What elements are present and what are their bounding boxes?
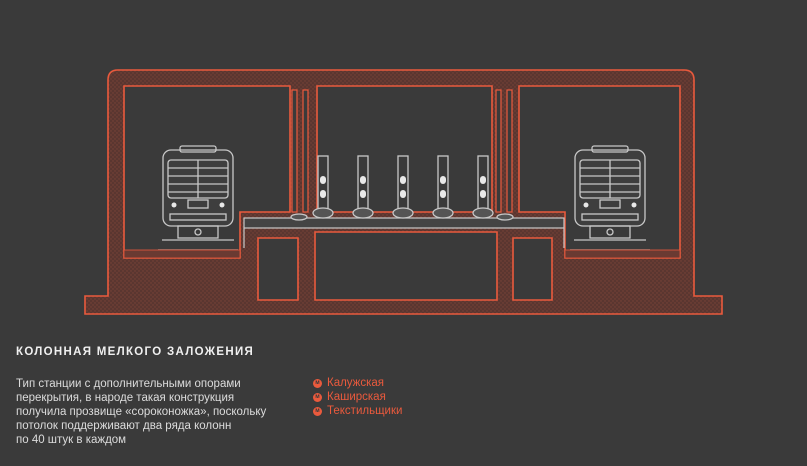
metro-icon: м: [313, 392, 322, 402]
station-cross-section-diagram: [84, 69, 723, 315]
station-list: м Калужская м Каширская м Текстильщики: [313, 376, 402, 418]
column-bases: [290, 207, 514, 221]
description-line: перекрытия, в народе такая конструкция: [16, 392, 235, 404]
station-name: Текстильщики: [327, 405, 403, 417]
metro-icon: м: [313, 378, 322, 388]
train-right: [570, 145, 650, 251]
train-left: [158, 145, 238, 251]
description-line: получила прозвище «сороконожка», посколь…: [16, 406, 267, 418]
track-beds: [123, 249, 681, 259]
station-name: Каширская: [327, 391, 386, 403]
diagram-title: Колонная мелкого заложения: [16, 346, 255, 358]
description-line: потолок поддерживают два ряда колонн: [16, 420, 232, 432]
main-columns: [291, 89, 513, 213]
metro-icon: м: [313, 406, 322, 416]
column-lights: [320, 176, 486, 198]
description: Тип станции с дополнительными опорами пе…: [16, 377, 296, 447]
station-item-kaluzhskaya[interactable]: м Калужская: [313, 376, 402, 390]
description-line: по 40 штук в каждом: [16, 434, 127, 446]
station-item-kashirskaya[interactable]: м Каширская: [313, 390, 402, 404]
description-line: Тип станции с дополнительными опорами: [16, 378, 241, 390]
station-item-tekstilshchiki[interactable]: м Текстильщики: [313, 404, 402, 418]
platform-columns: [290, 155, 514, 221]
station-name: Калужская: [327, 377, 385, 389]
